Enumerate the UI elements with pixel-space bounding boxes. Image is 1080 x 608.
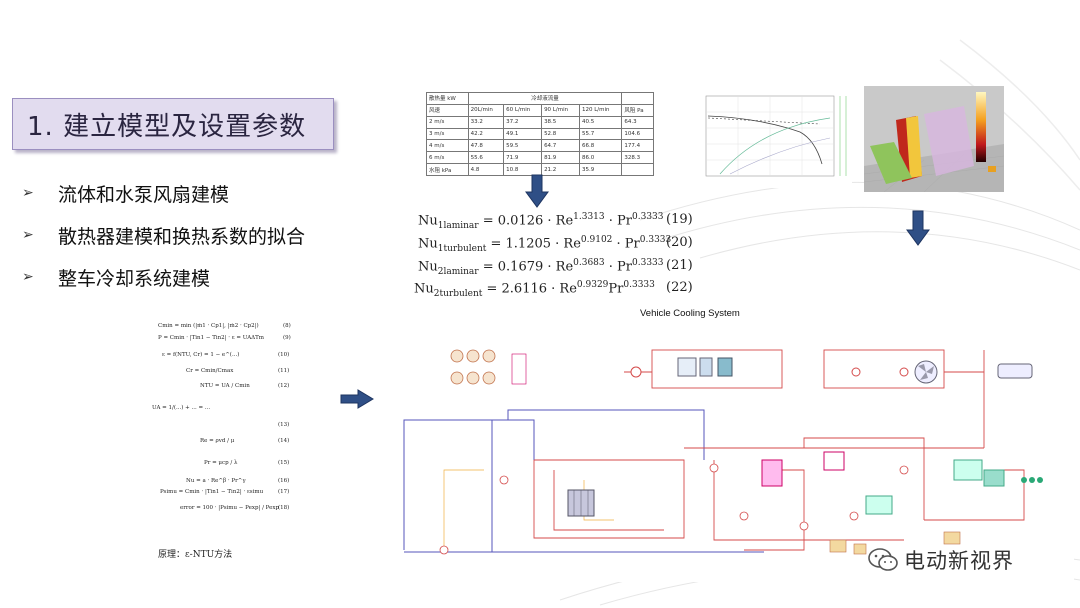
formula-number: (13) <box>278 422 289 428</box>
table-cell: 38.5 <box>542 116 580 128</box>
table-row: 6 m/s 55.6 71.9 81.9 86.0 328.3 <box>427 152 654 164</box>
table-cell: 4 m/s <box>427 140 469 152</box>
formula-number: (11) <box>278 368 289 374</box>
table-cell: 47.8 <box>468 140 504 152</box>
formula-number: (17) <box>278 489 289 495</box>
formula-number: (18) <box>278 505 289 511</box>
fan-curve-plot <box>690 88 852 188</box>
radiator-data-table: 散热量 kW 冷却液流量 风速 20L/min 60 L/min 90 L/mi… <box>426 92 654 176</box>
formula-number: (16) <box>278 478 289 484</box>
table-cell: 风阻 Pa <box>622 104 654 116</box>
down-arrow-icon <box>906 210 930 246</box>
table-cell: 冷却液流量 <box>468 93 622 105</box>
wechat-icon <box>868 547 898 573</box>
equation-number: (19) <box>666 212 693 227</box>
formula-line: Re = ρvd / μ <box>200 438 234 444</box>
table-row: 4 m/s 47.8 59.5 64.7 66.8 177.4 <box>427 140 654 152</box>
right-arrow-icon <box>340 389 374 409</box>
table-cell: 4.8 <box>468 164 504 176</box>
watermark: 电动新视界 <box>868 545 1014 575</box>
formula-line: P = Cmin · |Tin1 − Tin2| · ε = UAΔTm <box>158 335 264 341</box>
formula-line: ε = f(NTU, Cr) = 1 − e^(...) <box>162 352 239 358</box>
table-cell: 风速 <box>427 104 469 116</box>
equation-line: Nu1turbulent = 1.1205 · Re0.9102 · Pr0.3… <box>418 235 671 254</box>
table-cell <box>622 164 654 176</box>
formula-number: (9) <box>283 335 291 341</box>
formula-number: (10) <box>278 352 289 358</box>
bullet-label: 整车冷却系统建模 <box>58 264 210 291</box>
table-cell: 177.4 <box>622 140 654 152</box>
table-cell: 20L/min <box>468 104 504 116</box>
table-cell: 3 m/s <box>427 128 469 140</box>
table-cell: 86.0 <box>579 152 621 164</box>
table-cell: 40.5 <box>579 116 621 128</box>
diagram-title: Vehicle Cooling System <box>640 308 740 319</box>
formula-line: NTU = UA / Cmin <box>200 383 250 389</box>
bullet-item: ➢ 流体和水泵风扇建模 <box>22 172 305 214</box>
table-cell: 66.8 <box>579 140 621 152</box>
principle-caption: 原理：ε-NTU方法 <box>158 547 232 560</box>
table-cell: 64.7 <box>542 140 580 152</box>
formula-line: Psimu = Cmin · |Tin1 − Tin2| · εsimu <box>160 489 263 495</box>
table-cell: 49.1 <box>504 128 542 140</box>
equation-number: (21) <box>666 258 693 273</box>
bullet-label: 散热器建模和换热系数的拟合 <box>58 222 305 249</box>
formula-line: Cmin = min (|ṁ1 · Cp1|, |ṁ2 · Cp2|) <box>158 323 259 329</box>
table-cell: 60 L/min <box>504 104 542 116</box>
table-cell: 59.5 <box>504 140 542 152</box>
bullet-arrow-icon: ➢ <box>22 185 44 201</box>
bullet-item: ➢ 散热器建模和换热系数的拟合 <box>22 214 305 256</box>
equation-line: Nu2laminar = 0.1679 · Re0.3683 · Pr0.333… <box>418 258 664 277</box>
section-title-box: 1. 建立模型及设置参数 <box>12 98 334 150</box>
table-cell: 33.2 <box>468 116 504 128</box>
equation-line: Nu2turbulent = 2.6116 · Re0.9329Pr0.3333 <box>414 280 655 299</box>
table-cell: 90 L/min <box>542 104 580 116</box>
equation-number: (22) <box>666 280 693 295</box>
table-cell: 104.6 <box>622 128 654 140</box>
bullet-label: 流体和水泵风扇建模 <box>58 180 229 207</box>
table-cell: 37.2 <box>504 116 542 128</box>
table-row: 2 m/s 33.2 37.2 38.5 40.5 64.3 <box>427 116 654 128</box>
fan-icon <box>915 361 937 383</box>
bullet-item: ➢ 整车冷却系统建模 <box>22 256 305 298</box>
formula-line: Nu = a · Re^β · Pr^γ <box>186 478 246 484</box>
radiator-3d-render <box>864 86 1004 192</box>
table-cell: 水阻 kPa <box>427 164 469 176</box>
equation-number: (20) <box>666 235 693 250</box>
formula-line: UA = 1/(...) + ... = ... <box>152 405 210 411</box>
formula-number: (12) <box>278 383 289 389</box>
bullet-list: ➢ 流体和水泵风扇建模 ➢ 散热器建模和换热系数的拟合 ➢ 整车冷却系统建模 <box>22 172 305 298</box>
table-cell: 120 L/min <box>579 104 621 116</box>
formula-line: Cr = Cmin/Cmax <box>186 368 233 374</box>
watermark-text: 电动新视界 <box>904 545 1014 575</box>
table-cell: 71.9 <box>504 152 542 164</box>
section-title: 1. 建立模型及设置参数 <box>27 106 306 143</box>
table-cell: 6 m/s <box>427 152 469 164</box>
table-cell: 2 m/s <box>427 116 469 128</box>
bullet-arrow-icon: ➢ <box>22 269 44 285</box>
formula-number: (14) <box>278 438 289 444</box>
table-row: 3 m/s 42.2 49.1 52.8 55.7 104.6 <box>427 128 654 140</box>
table-cell <box>622 93 654 105</box>
table-cell: 328.3 <box>622 152 654 164</box>
table-cell: 55.7 <box>579 128 621 140</box>
table-cell: 81.9 <box>542 152 580 164</box>
formula-line: Pr = μcp / λ <box>204 460 237 466</box>
vehicle-cooling-system-diagram <box>384 320 1074 582</box>
formula-line: error = 100 · |Psimu − Pexp| / Pexp <box>180 505 279 511</box>
equation-line: Nu1laminar = 0.0126 · Re1.3313 · Pr0.333… <box>418 212 664 231</box>
formula-number: (15) <box>278 460 289 466</box>
table-cell: 52.8 <box>542 128 580 140</box>
formula-number: (8) <box>283 323 291 329</box>
table-cell: 散热量 kW <box>427 93 469 105</box>
bullet-arrow-icon: ➢ <box>22 227 44 243</box>
table-cell: 42.2 <box>468 128 504 140</box>
table-cell: 64.3 <box>622 116 654 128</box>
down-arrow-icon <box>525 174 549 208</box>
table-cell: 35.9 <box>579 164 621 176</box>
table-cell: 55.6 <box>468 152 504 164</box>
